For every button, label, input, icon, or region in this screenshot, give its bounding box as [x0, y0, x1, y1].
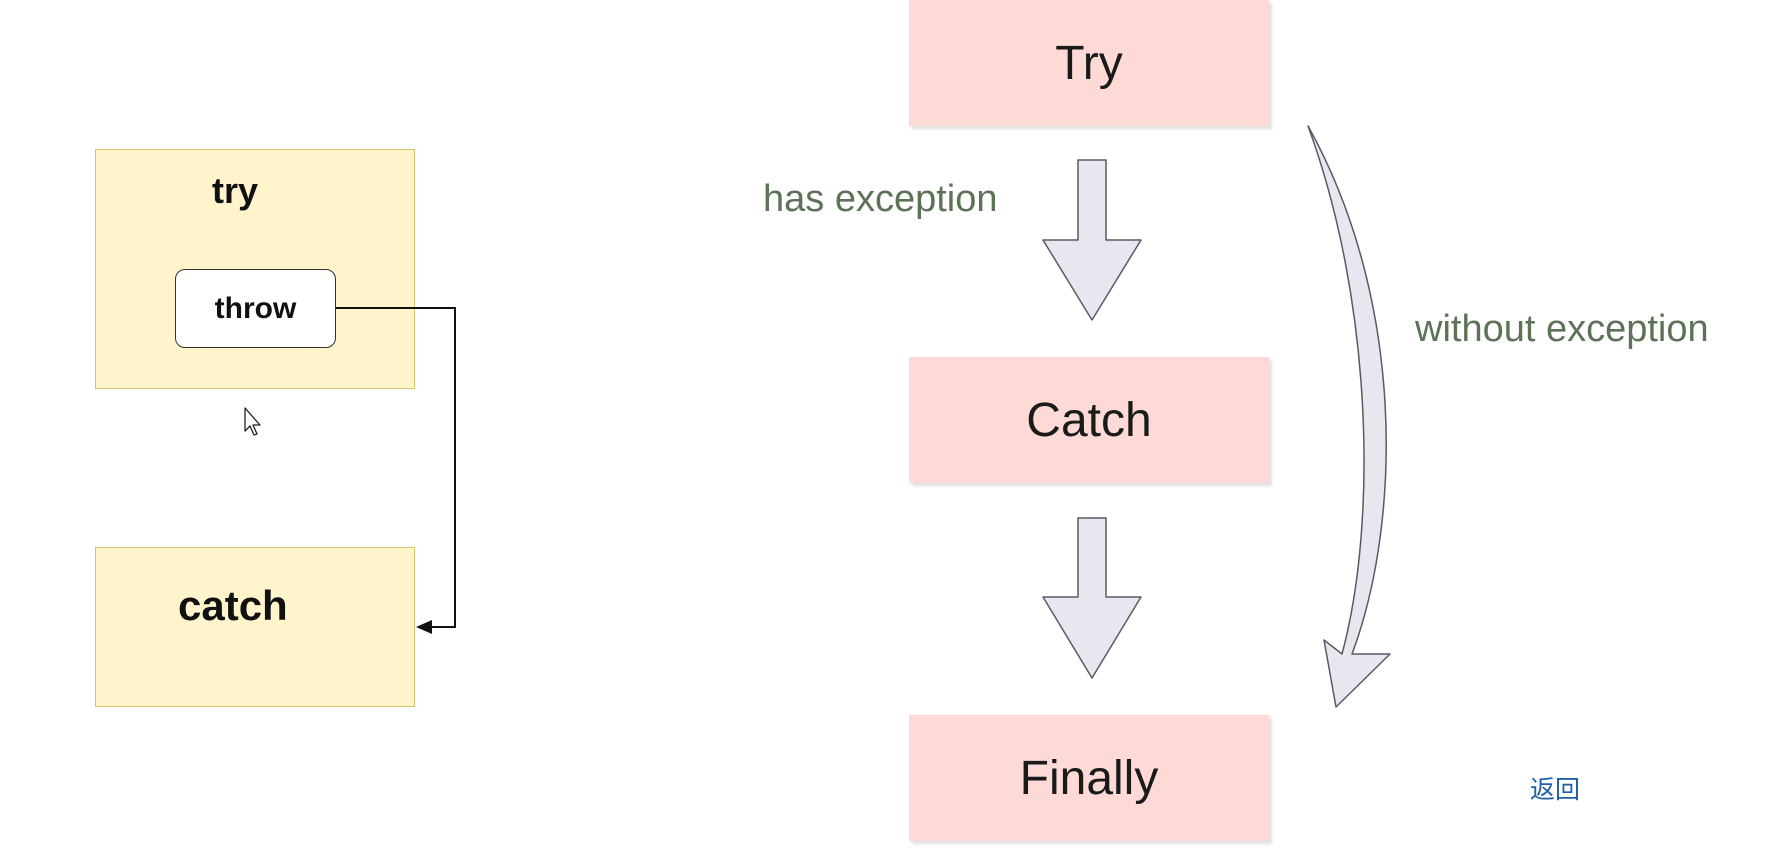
catch-block-label: catch — [178, 582, 288, 629]
without-exception-curved-arrow — [1307, 125, 1391, 708]
mouse-pointer-icon — [244, 407, 261, 436]
try-node: Try — [909, 0, 1269, 126]
throw-box: throw — [175, 269, 336, 348]
without-exception-label: without exception — [1415, 308, 1709, 350]
throw-to-catch-arrowhead — [416, 620, 432, 634]
back-link[interactable]: 返回 — [1530, 775, 1581, 804]
catch-node: Catch — [909, 357, 1269, 483]
try-block-label: try — [212, 170, 259, 211]
finally-node: Finally — [909, 715, 1269, 841]
throw-to-catch-connector — [336, 307, 456, 628]
catch-block: catch — [95, 547, 415, 707]
try-to-catch-arrow — [1042, 159, 1142, 321]
catch-to-finally-arrow — [1042, 517, 1142, 679]
has-exception-label: has exception — [763, 178, 998, 220]
